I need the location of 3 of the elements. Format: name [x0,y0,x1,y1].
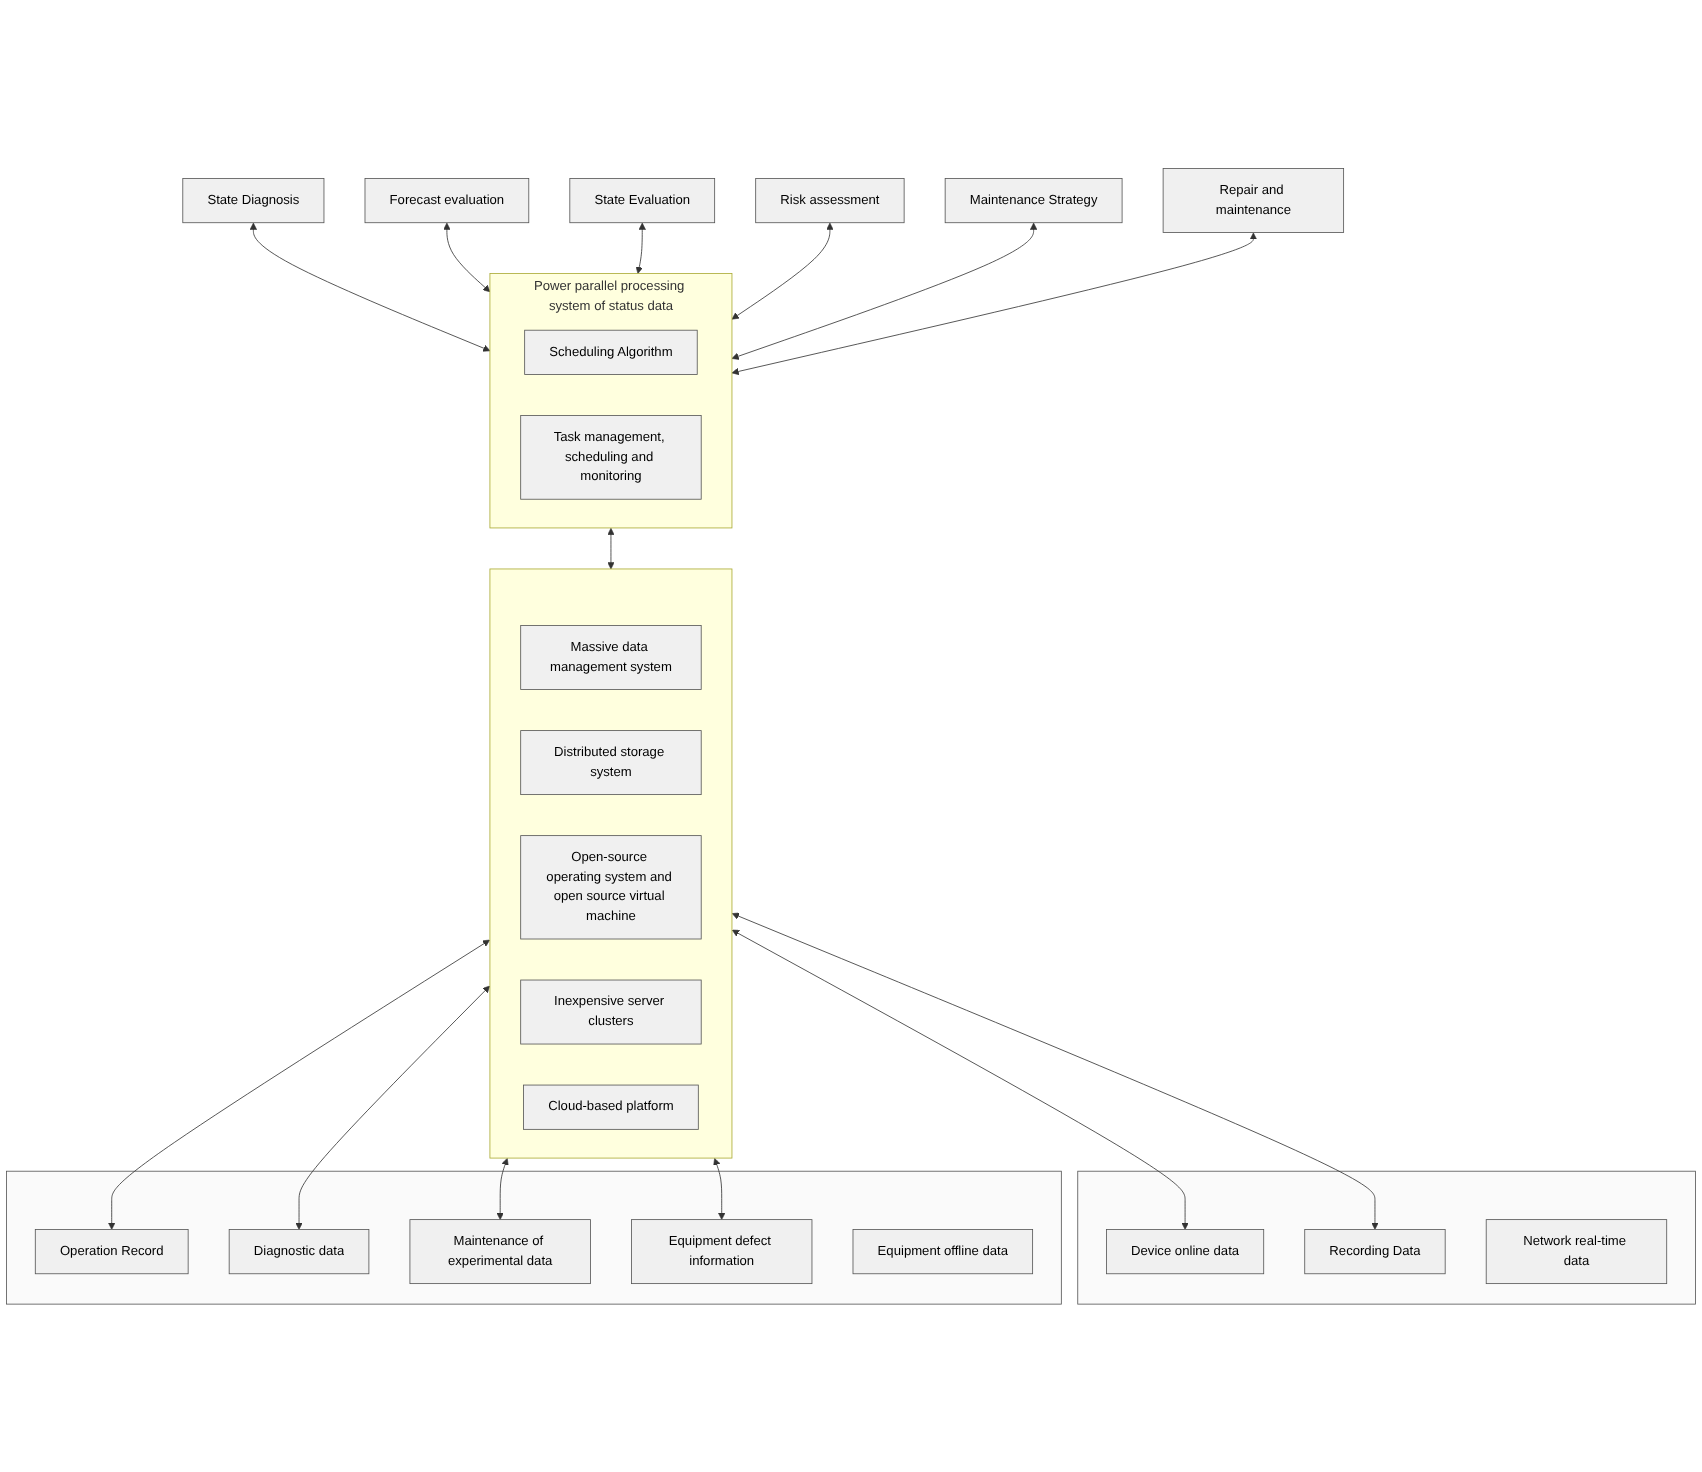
cluster [6,1170,1062,1305]
cluster [489,568,733,1159]
cluster [1077,1170,1696,1305]
